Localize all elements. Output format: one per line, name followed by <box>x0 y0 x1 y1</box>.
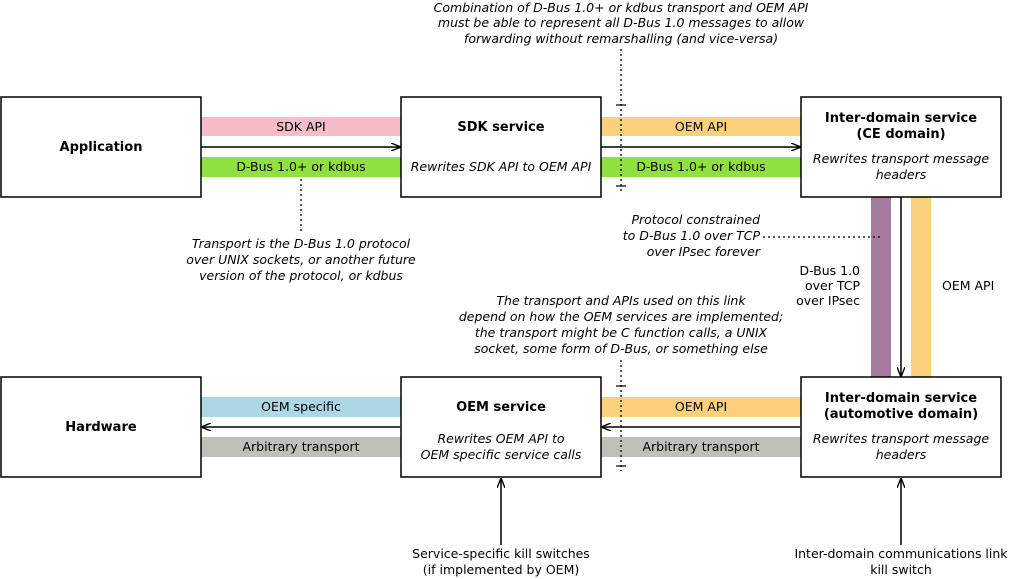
arbitrary-band-right <box>601 437 801 457</box>
inter-auto-title-2: (automotive domain) <box>824 407 978 422</box>
link-kill-switch-line-1: Inter-domain communications link <box>794 546 1008 561</box>
hardware-title: Hardware <box>65 420 137 435</box>
dbus-tcp-label-2: over TCP <box>805 278 860 293</box>
dbus-band-left <box>201 157 401 177</box>
link-note-line-2: depend on how the OEM services are imple… <box>459 309 783 324</box>
link-note-line-3: the transport might be C function calls,… <box>475 325 768 340</box>
oem-service-title: OEM service <box>456 400 546 415</box>
inter-ce-desc-2: headers <box>876 167 927 182</box>
sdk-api-band <box>201 117 401 136</box>
arbitrary-right-label: Arbitrary transport <box>642 439 759 454</box>
sdk-service-box <box>400 96 602 198</box>
dbus-tcp-band <box>871 197 891 377</box>
arbitrary-band-left <box>201 437 401 457</box>
inter-ce-desc-1: Rewrites transport message <box>813 151 990 166</box>
transport-note-line-3: version of the protocol, or kdbus <box>199 268 403 283</box>
sdk-api-label: SDK API <box>276 119 326 134</box>
dbus-band-right <box>601 157 801 177</box>
inter-ce-title-1: Inter-domain service <box>825 111 977 126</box>
sdk-service-title: SDK service <box>457 120 544 135</box>
dbus-right-label: D-Bus 1.0+ or kdbus <box>636 159 765 174</box>
hardware-box <box>0 376 202 478</box>
oem-specific-band <box>201 397 401 417</box>
sdk-service-desc: Rewrites SDK API to OEM API <box>411 159 592 174</box>
oem-api-vertical-label: OEM API <box>942 278 994 293</box>
transport-note-line-2: over UNIX sockets, or another future <box>186 252 416 267</box>
inter-auto-desc-2: headers <box>876 447 927 462</box>
inter-ce-title-2: (CE domain) <box>856 127 945 142</box>
service-kill-switch-line-1: Service-specific kill switches <box>412 546 590 561</box>
top-note-line-3: forwarding without remarshalling (and vi… <box>464 31 778 46</box>
oem-api-band-top <box>601 117 801 136</box>
dbus-tcp-label-1: D-Bus 1.0 <box>799 263 860 278</box>
top-note-line-2: must be able to represent all D-Bus 1.0 … <box>438 15 805 30</box>
oem-service-desc-1: Rewrites OEM API to <box>437 431 564 446</box>
inter-auto-desc-1: Rewrites transport message <box>813 431 990 446</box>
top-note-line-1: Combination of D-Bus 1.0+ or kdbus trans… <box>434 0 809 15</box>
protocol-note-line-1: Protocol constrained <box>631 212 760 227</box>
service-kill-switch-line-2: (if implemented by OEM) <box>423 562 579 577</box>
transport-note-line-1: Transport is the D-Bus 1.0 protocol <box>192 236 411 251</box>
oem-api-band-bottom <box>601 397 801 417</box>
oem-api-bottom-label: OEM API <box>675 399 727 414</box>
inter-auto-title-1: Inter-domain service <box>825 391 977 406</box>
protocol-note-line-2: to D-Bus 1.0 over TCP <box>623 228 761 243</box>
link-kill-switch-line-2: kill switch <box>870 562 932 577</box>
oem-api-vertical-band <box>911 197 931 377</box>
application-title: Application <box>60 140 143 155</box>
dbus-left-label: D-Bus 1.0+ or kdbus <box>236 159 365 174</box>
oem-specific-label: OEM specific <box>261 399 341 414</box>
link-note-line-1: The transport and APIs used on this link <box>496 293 746 308</box>
arbitrary-left-label: Arbitrary transport <box>242 439 359 454</box>
oem-service-desc-2: OEM specific service calls <box>421 447 582 462</box>
inter-domain-auto-box <box>800 376 1002 478</box>
oem-api-top-label: OEM API <box>675 119 727 134</box>
application-box <box>0 96 202 198</box>
dbus-tcp-label-3: over IPsec <box>796 293 860 308</box>
inter-domain-ce-box <box>800 96 1002 198</box>
oem-service-box <box>400 376 602 478</box>
protocol-note-line-3: over IPsec forever <box>647 244 761 259</box>
link-note-line-4: socket, some form of D-Bus, or something… <box>474 341 768 356</box>
